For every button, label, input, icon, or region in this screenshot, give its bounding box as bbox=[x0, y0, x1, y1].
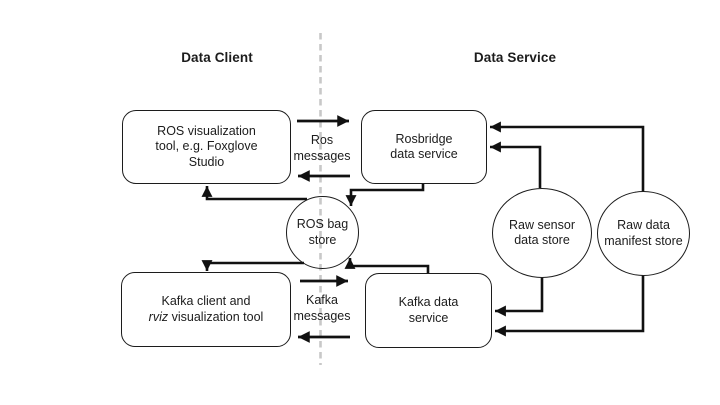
node-ros-bag-store: ROS bag store bbox=[286, 196, 359, 269]
node-label-line-rest: visualization tool bbox=[171, 309, 264, 324]
node-label-line: Raw data bbox=[617, 218, 670, 232]
connector-manifeststore-to-kafkaservice bbox=[495, 275, 645, 337]
connector-rosbridge-to-bagstore bbox=[345, 184, 425, 206]
connector-bagstore-to-kafkaclient bbox=[201, 260, 304, 271]
node-raw-sensor-data-store: Raw sensor data store bbox=[492, 188, 592, 278]
node-label-line: ROS bag bbox=[296, 217, 349, 231]
node-rosbridge-data-service: Rosbridge data service bbox=[361, 110, 487, 184]
node-ros-visualization-tool: ROS visualization tool, e.g. Foxglove St… bbox=[122, 110, 291, 184]
node-label-line: tool, e.g. Foxglove bbox=[155, 139, 258, 154]
connector-sensorstore-to-kafkaservice bbox=[495, 278, 544, 317]
node-raw-data-manifest-store: Raw data manifest store bbox=[597, 191, 690, 276]
edge-label-line: Kafka bbox=[306, 293, 338, 307]
node-label-line: rviz visualization tool bbox=[149, 310, 264, 326]
node-label-line: ROS visualization bbox=[157, 123, 256, 138]
node-kafka-data-service: Kafka data service bbox=[365, 273, 492, 348]
node-label-line: Kafka data bbox=[398, 295, 459, 309]
node-label-line: service bbox=[408, 310, 449, 325]
edge-label-line: messages bbox=[293, 148, 351, 163]
node-label-line: Rosbridge bbox=[395, 131, 453, 146]
edge-label-line: Ros bbox=[310, 133, 334, 147]
edge-label-ros-messages: Ros messages bbox=[281, 133, 363, 164]
edge-label-line: messages bbox=[293, 308, 351, 323]
header-data-service: Data Service bbox=[473, 50, 557, 65]
connector-bagstore-to-rosviz bbox=[201, 186, 307, 201]
node-label-line: Raw sensor bbox=[509, 217, 575, 232]
node-kafka-client: Kafka client and rviz visualization tool bbox=[121, 272, 291, 347]
connector-sensorstore-to-rosbridge bbox=[490, 141, 542, 188]
node-label-line: store bbox=[308, 232, 337, 247]
header-data-client: Data Client bbox=[181, 50, 253, 65]
node-label-line: data service bbox=[390, 147, 458, 161]
connector-manifeststore-to-rosbridge bbox=[490, 121, 645, 191]
node-label-line: Kafka client and bbox=[161, 294, 251, 308]
node-label-line: manifest store bbox=[604, 233, 683, 248]
connector-kafkaservice-to-bagstore bbox=[344, 258, 430, 273]
node-label-line: data store bbox=[514, 233, 570, 247]
node-label-line: Studio bbox=[188, 154, 225, 169]
rviz-italic-text: rviz bbox=[148, 309, 169, 324]
edge-label-kafka-messages: Kafka messages bbox=[281, 293, 363, 324]
